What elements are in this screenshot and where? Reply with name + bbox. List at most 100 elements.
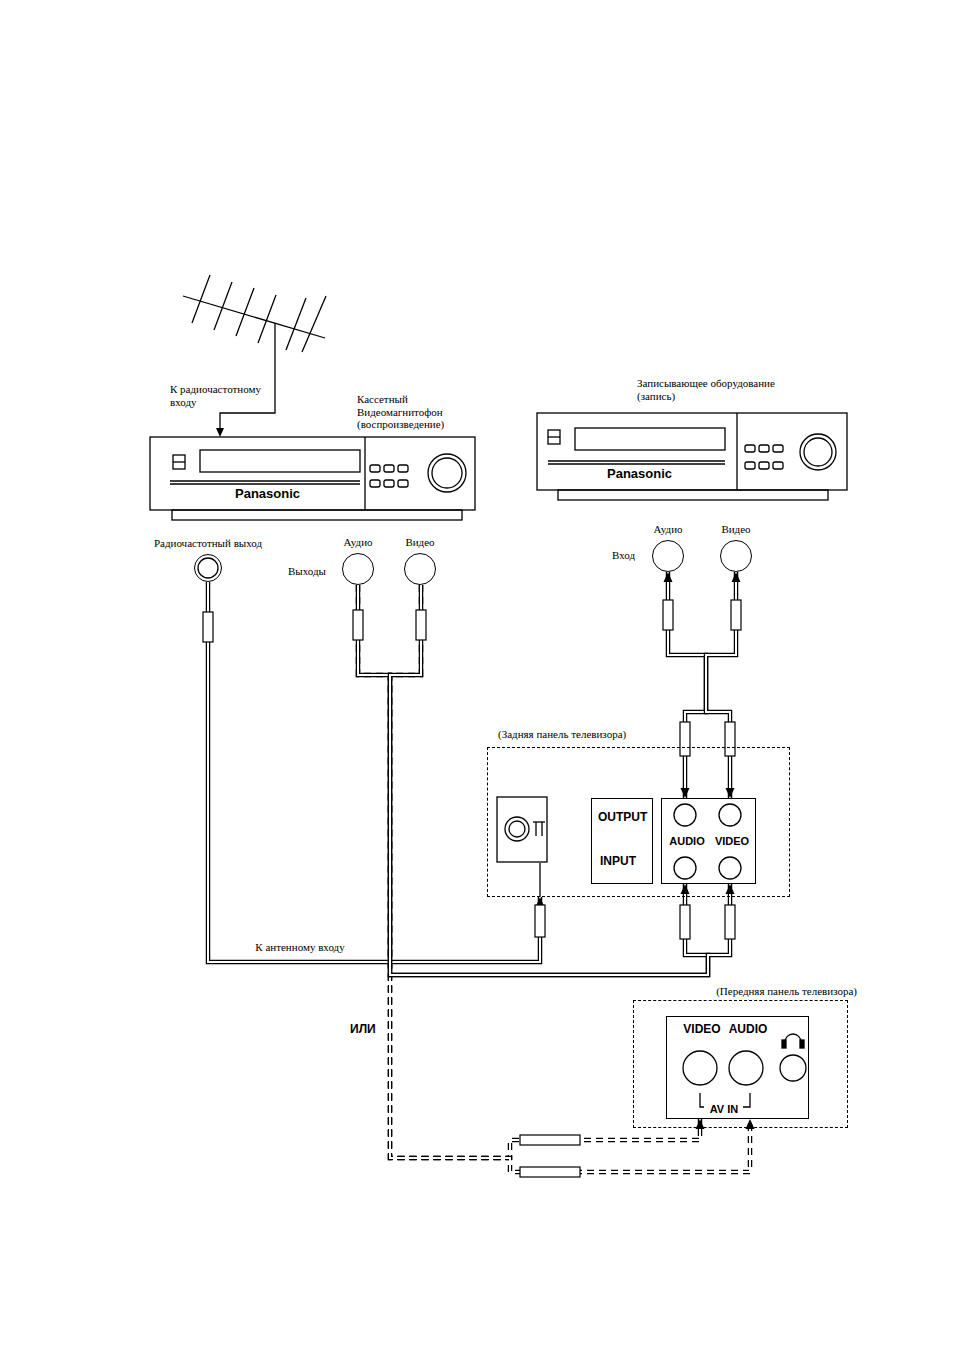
recorder-illustration xyxy=(537,413,847,500)
vcr-illustration xyxy=(150,437,475,510)
antenna-jack xyxy=(541,822,542,836)
arrowhead xyxy=(732,572,741,582)
antenna xyxy=(183,275,326,430)
jack-label: VIDEO xyxy=(683,1023,720,1037)
arrowhead xyxy=(681,884,690,894)
heading-label: Кассетный Видеомагнитофон (воспроизведен… xyxy=(357,393,465,431)
tv-front-panel: (Передняя панель телевизора)VIDEOAUDIOAV… xyxy=(633,1000,848,1128)
recorder-illustration xyxy=(558,490,828,500)
vcr-illustration xyxy=(172,510,462,520)
vcr-illustration xyxy=(428,454,466,492)
bracket xyxy=(743,1093,750,1107)
antenna-jack xyxy=(505,817,529,841)
jack-circle: Радиочастотный выход xyxy=(194,554,222,582)
recorder-illustration xyxy=(548,463,725,464)
antenna-jack xyxy=(539,863,540,897)
av-panel: AUDIO VIDEO xyxy=(661,798,756,884)
vcr-illustration xyxy=(370,465,380,472)
vcr-illustration xyxy=(370,480,380,487)
cable-outline xyxy=(390,585,700,1158)
recorder-illustration xyxy=(537,413,847,490)
recorder-illustration xyxy=(548,436,560,437)
cable-plug xyxy=(520,1167,580,1177)
vcr-illustration xyxy=(384,480,394,487)
recorder-illustration xyxy=(759,445,769,452)
cable-outline xyxy=(358,585,708,975)
recorder-illustration xyxy=(745,462,755,469)
jack-ring xyxy=(198,558,218,578)
cable-core xyxy=(358,585,708,975)
cable-core xyxy=(390,585,700,1158)
heading-label: (Передняя панель телевизора) xyxy=(716,985,857,998)
panel-label: OUTPUT xyxy=(598,811,647,825)
cable-plug xyxy=(203,612,213,642)
cable-outline xyxy=(358,585,750,1172)
note-label: Выходы xyxy=(288,565,326,578)
cable-plug xyxy=(520,1135,580,1145)
av-jacks xyxy=(683,1051,717,1085)
tv-rear-panel: (Задняя панель телевизора)OUTPUTINPUTAUD… xyxy=(487,747,790,897)
antenna xyxy=(258,295,276,343)
recorder-illustration xyxy=(548,430,560,444)
recorder-illustration xyxy=(745,445,755,452)
vcr-illustration xyxy=(170,483,360,484)
recorder-illustration xyxy=(804,438,832,466)
cable-plug xyxy=(680,905,690,939)
note-label: К радиочастотному входу xyxy=(170,383,268,408)
vcr-illustration xyxy=(432,458,462,488)
heading-label: Записывающее оборудование (запись) xyxy=(637,377,782,402)
jack-circle: Видео xyxy=(720,540,752,572)
jack-label: AUDIO xyxy=(669,835,704,848)
av-in-panel: VIDEO AUDIO AV IN xyxy=(666,1016,809,1119)
brand-label: Panasonic xyxy=(607,467,672,482)
vcr-illustration xyxy=(150,437,475,520)
cable-plug xyxy=(725,722,735,756)
jack-circle: Аудио xyxy=(652,540,684,572)
brand-label: Panasonic xyxy=(235,487,300,502)
cable-connector xyxy=(390,585,705,1158)
arrowhead xyxy=(726,884,735,894)
jack-circle: Видео xyxy=(404,553,436,585)
edge-label: К антенному входу xyxy=(253,941,346,954)
vcr-illustration xyxy=(384,465,394,472)
recorder-illustration xyxy=(575,428,725,450)
note-label: ИЛИ xyxy=(350,1023,376,1037)
jack-label: VIDEO xyxy=(715,835,749,848)
av-jacks xyxy=(782,1040,786,1048)
cable-plug xyxy=(725,905,735,939)
cable-plug xyxy=(203,600,741,1177)
bracket xyxy=(700,1093,704,1107)
jack-label: AUDIO xyxy=(729,1023,768,1037)
cable-core xyxy=(208,582,540,962)
jack-label: AV IN xyxy=(710,1103,739,1116)
antenna-jack xyxy=(497,797,547,862)
jack-label: Видео xyxy=(405,536,434,549)
recorder-illustration xyxy=(773,445,783,452)
arrowhead xyxy=(664,572,673,582)
panel-label: INPUT xyxy=(600,855,636,869)
jack-circle: Аудио xyxy=(342,553,374,585)
cable-core xyxy=(390,585,730,975)
jack-label: Аудио xyxy=(653,523,682,536)
cable-outline xyxy=(668,572,706,798)
av-jacks xyxy=(719,804,741,826)
vcr-box: Кассетный Видеомагнитофон (воспроизведен… xyxy=(150,437,475,520)
cable-plug xyxy=(416,610,426,640)
recorder-illustration xyxy=(759,462,769,469)
jack-label: Радиочастотный выход xyxy=(154,537,262,550)
cable-connector xyxy=(358,585,755,1172)
jack-label: Видео xyxy=(721,523,750,536)
av-jacks xyxy=(785,1034,801,1042)
av-jacks xyxy=(729,1051,763,1085)
recorder-illustration xyxy=(773,462,783,469)
antenna xyxy=(214,282,232,330)
heading-label: (Задняя панель телевизора) xyxy=(498,728,626,741)
cable-plug xyxy=(731,600,741,630)
av-jacks xyxy=(674,857,696,879)
cable-core xyxy=(668,572,706,798)
recorder-box: Записывающее оборудование (запись)Panaso… xyxy=(537,413,847,500)
vcr-illustration xyxy=(173,455,185,469)
recorder-illustration xyxy=(800,434,836,470)
